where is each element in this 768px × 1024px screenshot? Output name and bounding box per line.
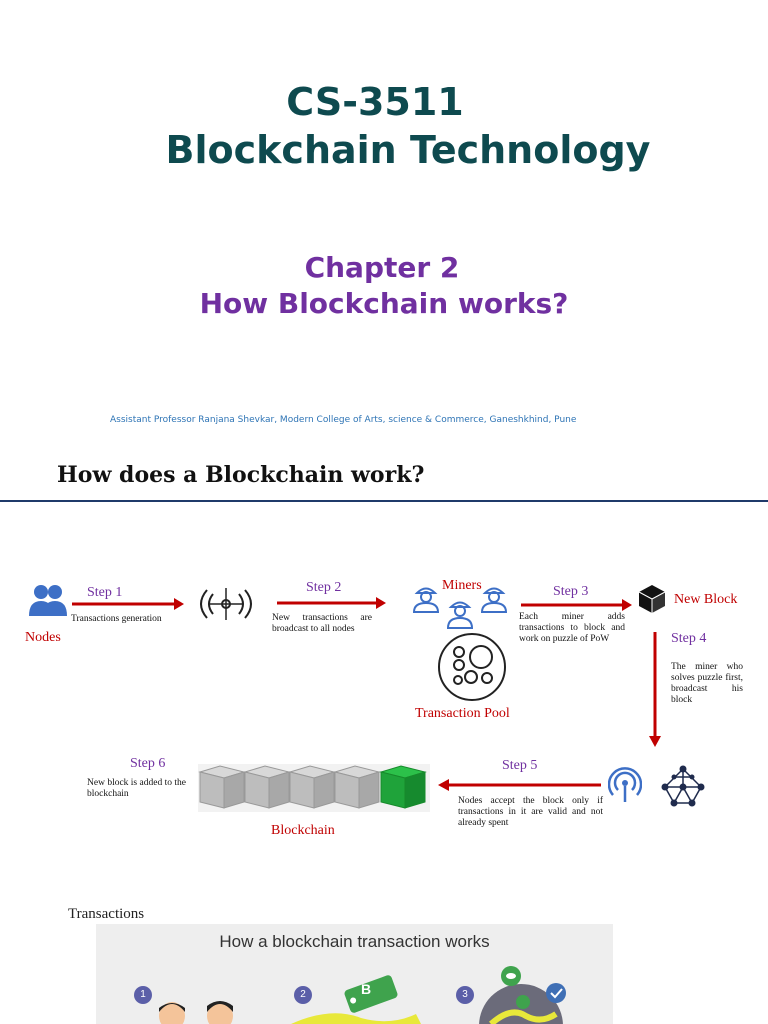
step-5-text: Nodes accept the block only if transacti… <box>458 796 603 828</box>
step-badge-2: 2 <box>294 986 312 1004</box>
chain-block <box>198 765 246 809</box>
blockchain-label: Blockchain <box>271 823 335 838</box>
chapter-title: How Blockchain works? <box>199 287 569 320</box>
step-4-text: The miner who solves puzzle first, broad… <box>671 662 743 705</box>
step-3-arrow <box>521 599 632 611</box>
tag-letter: B <box>361 981 372 997</box>
transaction-infographic: How a blockchain transaction works 1 2 B… <box>96 924 613 1024</box>
step-2-arrow <box>277 597 386 609</box>
course-title: CS-3511 Blockchain Technology <box>0 80 768 172</box>
miners-label: Miners <box>442 578 482 593</box>
step-1-text: Transactions generation <box>71 614 162 624</box>
new-block-icon <box>638 585 666 613</box>
step-badge-1: 1 <box>134 986 152 1004</box>
step-1-label: Step 1 <box>87 585 123 600</box>
step-5-label: Step 5 <box>502 758 538 773</box>
author-line: Assistant Professor Ranjana Shevkar, Mod… <box>110 415 577 425</box>
section-title: How does a Blockchain work? <box>57 462 425 488</box>
chapter-number: Chapter 2 <box>304 251 460 284</box>
blockchain-blocks <box>198 764 430 812</box>
course-name: Blockchain Technology <box>165 128 651 172</box>
transaction-pool-icon <box>438 633 506 701</box>
course-code: CS-3511 <box>286 80 464 124</box>
broadcast-icon <box>200 588 252 620</box>
divider <box>0 500 768 502</box>
step-6-label: Step 6 <box>130 756 166 771</box>
step-badge-3: 3 <box>456 986 474 1004</box>
step-2-text: New transactions are broadcast to all no… <box>272 613 372 634</box>
step-3-text: Each miner adds transactions to block an… <box>519 612 625 644</box>
step-6-text: New block is added to the blockchain <box>87 778 186 799</box>
step-2-label: Step 2 <box>306 580 342 595</box>
network-globe-icon <box>479 966 566 1024</box>
step-4-label: Step 4 <box>671 631 707 646</box>
miners-icon <box>412 587 508 629</box>
new-block-label: New Block <box>674 592 738 607</box>
step-3-label: Step 3 <box>553 584 589 599</box>
step-5-arrow <box>438 779 601 791</box>
nodes-icon <box>29 585 67 616</box>
people-icon <box>159 1001 233 1024</box>
transaction-pool-label: Transaction Pool <box>415 706 510 721</box>
signal-icon <box>608 767 642 802</box>
chapter-heading: Chapter 2 How Blockchain works? <box>0 250 768 322</box>
network-icon <box>661 765 705 807</box>
step-1-arrow <box>72 598 184 610</box>
tag-icon <box>291 975 421 1024</box>
nodes-label: Nodes <box>25 630 61 645</box>
step-4-arrow <box>649 632 661 747</box>
transactions-label: Transactions <box>68 906 145 922</box>
infographic-title: How a blockchain transaction works <box>219 932 490 951</box>
